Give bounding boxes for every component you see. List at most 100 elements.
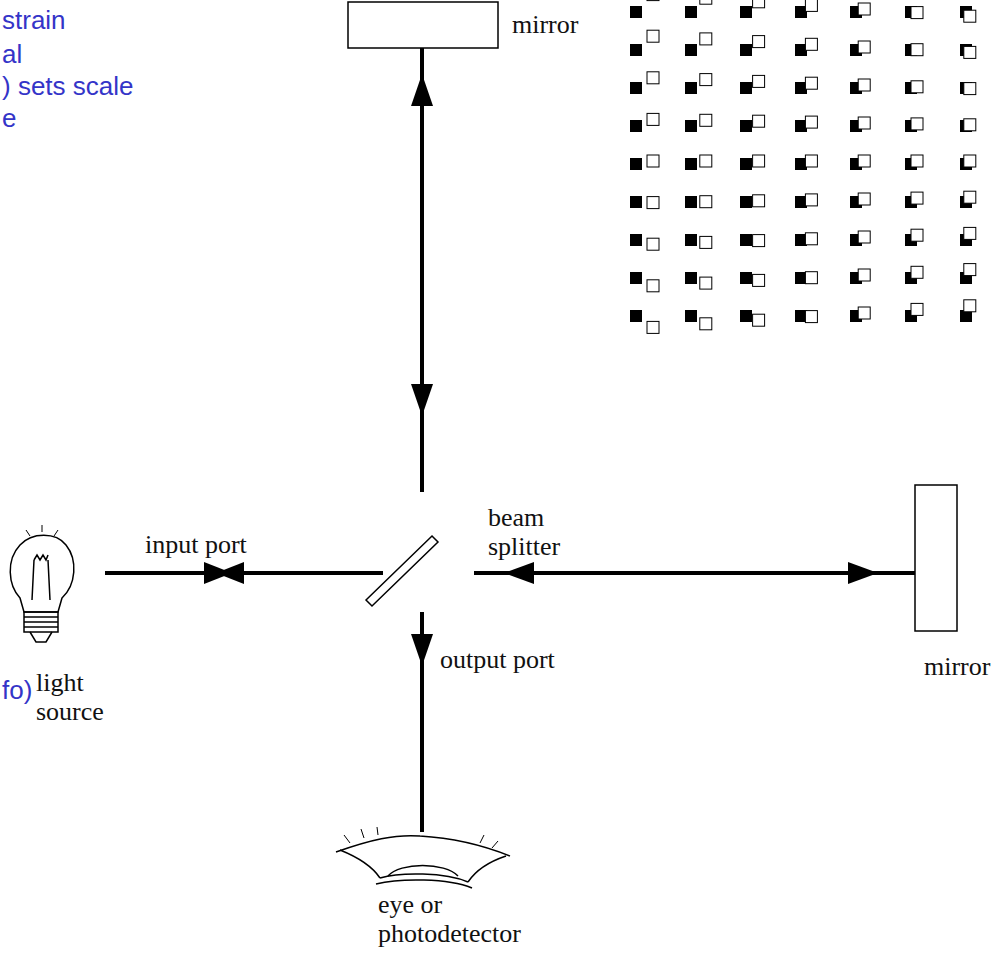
grid-square — [740, 196, 752, 208]
grid-square — [964, 10, 976, 22]
grid-square — [911, 118, 923, 130]
grid-square — [805, 194, 817, 206]
grid-square — [685, 272, 697, 284]
mirror-plate — [915, 485, 957, 631]
grid-square — [753, 115, 765, 127]
grid-square — [740, 272, 752, 284]
port-label: output port — [440, 645, 555, 674]
grid-square — [740, 158, 752, 170]
grid-square — [805, 272, 817, 284]
grid-square — [753, 235, 765, 247]
grid-square — [753, 0, 765, 8]
strain-grid — [630, 0, 976, 333]
grid-square — [630, 6, 642, 18]
grid-square — [700, 236, 712, 248]
grid-square — [685, 44, 697, 56]
grid-square — [911, 266, 923, 278]
grid-square — [753, 314, 765, 326]
grid-square — [858, 41, 870, 53]
grid-square — [700, 318, 712, 330]
grid-square — [858, 155, 870, 167]
grid-square — [647, 113, 659, 125]
grid-square — [685, 6, 697, 18]
grid-square — [700, 277, 712, 289]
grid-square — [700, 0, 712, 4]
source-label: light source — [36, 668, 126, 726]
grid-square — [740, 120, 752, 132]
grid-square — [700, 74, 712, 86]
grid-square — [964, 119, 976, 131]
grid-square — [911, 303, 923, 315]
grid-square — [911, 155, 923, 167]
grid-square — [630, 158, 642, 170]
grid-square — [700, 114, 712, 126]
note-text: fo) — [2, 676, 32, 705]
grid-square — [858, 307, 870, 319]
grid-square — [753, 155, 765, 167]
grid-square — [911, 7, 923, 19]
grid-square — [740, 6, 752, 18]
grid-square — [647, 321, 659, 333]
grid-square — [630, 196, 642, 208]
grid-square — [805, 311, 817, 323]
mirror-plate — [348, 2, 498, 48]
grid-square — [858, 117, 870, 129]
eye-symbol — [336, 827, 510, 888]
grid-square — [685, 196, 697, 208]
grid-square — [700, 155, 712, 167]
grid-square — [630, 272, 642, 284]
grid-square — [805, 38, 817, 50]
grid-square — [858, 269, 870, 281]
grid-square — [805, 0, 817, 11]
grid-square — [740, 310, 752, 322]
grid-square — [911, 192, 923, 204]
grid-square — [647, 30, 659, 42]
grid-square — [964, 83, 976, 95]
grid-square — [964, 300, 976, 312]
grid-square — [685, 234, 697, 246]
grid-square — [740, 44, 752, 56]
grid-square — [685, 158, 697, 170]
grid-square — [685, 310, 697, 322]
grid-square — [964, 227, 976, 239]
detector-label: eye or photodetector — [378, 890, 546, 948]
port-label: input port — [145, 530, 247, 559]
grid-square — [700, 196, 712, 208]
grid-square — [630, 234, 642, 246]
grid-square — [858, 231, 870, 243]
note-text: e — [2, 104, 16, 133]
grid-square — [647, 72, 659, 84]
grid-square — [647, 155, 659, 167]
grid-square — [911, 229, 923, 241]
grid-square — [964, 264, 976, 276]
mirror-label: mirror — [512, 10, 578, 39]
grid-square — [964, 191, 976, 203]
beam-arrowheads — [204, 74, 878, 666]
beam-splitter-label: beam splitter — [488, 503, 600, 561]
note-text: al — [2, 40, 22, 69]
grid-square — [753, 36, 765, 48]
grid-square — [805, 233, 817, 245]
light-bulb — [10, 525, 74, 642]
grid-square — [858, 193, 870, 205]
grid-square — [685, 120, 697, 132]
grid-square — [858, 79, 870, 91]
grid-square — [700, 33, 712, 45]
grid-square — [647, 197, 659, 209]
grid-square — [647, 238, 659, 250]
note-text: ) sets scale — [2, 72, 134, 101]
grid-square — [911, 81, 923, 93]
note-text: strain — [2, 6, 66, 35]
grid-square — [740, 82, 752, 94]
grid-square — [753, 75, 765, 87]
grid-square — [630, 120, 642, 132]
grid-square — [805, 155, 817, 167]
grid-square — [685, 82, 697, 94]
mirror-label: mirror — [924, 652, 990, 681]
grid-square — [630, 82, 642, 94]
light-beam — [420, 48, 424, 492]
grid-square — [964, 155, 976, 167]
grid-square — [911, 44, 923, 56]
grid-square — [753, 274, 765, 286]
